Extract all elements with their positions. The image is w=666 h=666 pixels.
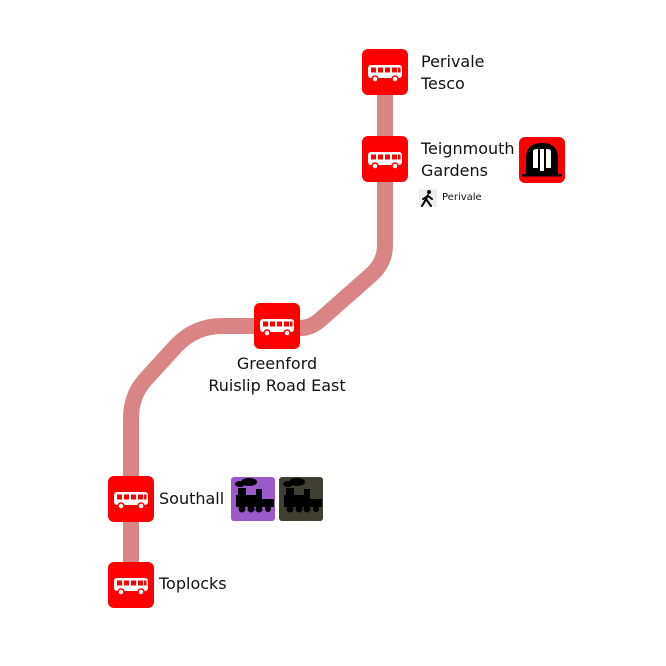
rail-interchange-dark[interactable] [279, 477, 323, 521]
stop-name-line: Perivale [421, 52, 485, 71]
walking-person-icon [419, 189, 437, 207]
stop-label-toplocks: Toplocks [159, 573, 227, 595]
stop-name-line: Ruislip Road East [208, 376, 346, 395]
stop-label-teignmouth-gardens: Teignmouth Gardens [421, 138, 515, 182]
rail-interchange-purple[interactable] [231, 477, 275, 521]
stop-name-line: Greenford [236, 354, 318, 373]
stop-marker-teignmouth-gardens[interactable] [362, 136, 408, 182]
stop-marker-toplocks[interactable] [108, 562, 154, 608]
stop-name-line: Southall [159, 489, 225, 508]
stop-label-southall: Southall [159, 488, 224, 510]
stop-marker-greenford[interactable] [254, 303, 300, 349]
stop-name-line: Teignmouth [421, 139, 515, 158]
stop-name-line: Gardens [421, 161, 488, 180]
stop-marker-perivale-tesco[interactable] [362, 49, 408, 95]
underground-train-icon [522, 143, 562, 177]
walk-interchange-label: Perivale [442, 192, 482, 203]
underground-interchange[interactable] [519, 137, 565, 183]
stop-name-line: Tesco [421, 74, 465, 93]
stop-label-perivale-tesco: Perivale Tesco [421, 51, 485, 95]
stop-label-greenford: Greenford Ruislip Road East [187, 353, 367, 397]
stop-name-line: Toplocks [159, 574, 227, 593]
stop-marker-southall[interactable] [108, 476, 154, 522]
